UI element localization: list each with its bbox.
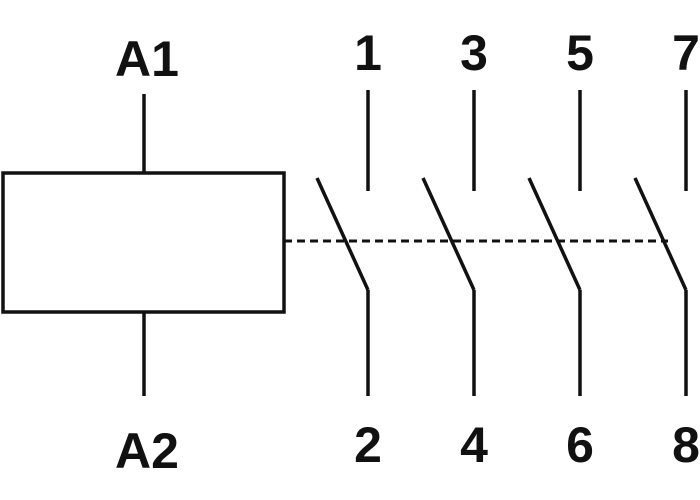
coil-top-label: A1 [115,31,179,87]
contact-bottom-label: 6 [566,417,594,473]
contact-top-label: 5 [566,25,594,81]
coil-body [1,171,286,314]
contact-pole-3: 56 [527,25,594,473]
contact-bottom-label: 8 [672,417,700,473]
contact-blade [633,177,688,291]
contact-top-label: 1 [354,25,382,81]
contact-top-label: 3 [460,25,488,81]
contact-blade [315,177,370,291]
contact-bottom-label: 4 [460,417,488,473]
contact-top-label: 7 [672,25,700,81]
contact-blade [421,177,476,291]
contact-blade [527,177,582,291]
coil: A1 A2 [1,31,286,479]
contact-bottom-label: 2 [354,417,382,473]
contact-pole-4: 78 [633,25,700,473]
contact-pole-1: 12 [315,25,382,473]
contact-pole-2: 34 [421,25,488,473]
coil-bottom-label: A2 [115,423,179,479]
